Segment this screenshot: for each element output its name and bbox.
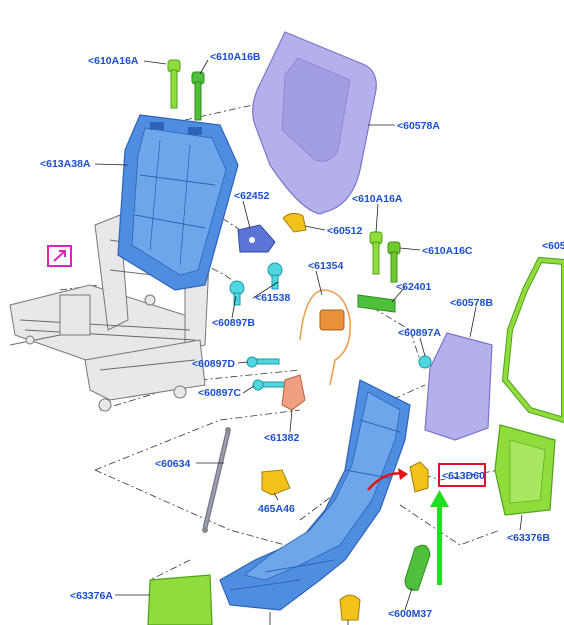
label-61538[interactable]: <61538 <box>255 292 290 304</box>
guide-610A16C <box>387 241 401 283</box>
pin-60897A <box>418 355 432 369</box>
bottom-yellow-clip <box>339 594 361 621</box>
label-60578A[interactable]: <60578A <box>397 120 440 132</box>
clip-60512 <box>282 212 307 233</box>
label-610A16C[interactable]: <610A16C <box>422 245 473 257</box>
green-pointer-arrow <box>430 490 449 585</box>
back-panel-60578A <box>252 31 377 215</box>
label-60578B[interactable]: <60578B <box>450 297 493 309</box>
guide-610A16A-top <box>167 59 181 109</box>
green-frame-605 <box>501 256 564 424</box>
label-60897D[interactable]: <60897D <box>192 358 235 370</box>
label-60897A[interactable]: <60897A <box>398 327 441 339</box>
label-60897C[interactable]: <60897C <box>198 387 241 399</box>
guide-610A16A-mid <box>369 231 383 275</box>
label-62401[interactable]: <62401 <box>396 281 431 293</box>
label-613D60[interactable]: <613D60 <box>442 470 485 482</box>
pin-61538 <box>267 262 283 290</box>
label-600M37[interactable]: <600M37 <box>388 608 432 620</box>
label-605-edge[interactable]: <605 <box>542 240 564 252</box>
part-613D60 <box>409 461 429 493</box>
lower-frame <box>219 379 411 611</box>
label-62452[interactable]: <62452 <box>234 190 269 202</box>
label-613A38A[interactable]: <613A38A <box>40 158 91 170</box>
label-61382[interactable]: <61382 <box>264 432 299 444</box>
bolt-60897C <box>252 379 286 391</box>
clip-465A46 <box>261 469 291 496</box>
label-63376A[interactable]: <63376A <box>70 590 113 602</box>
label-60634[interactable]: <60634 <box>155 458 190 470</box>
strut-60634 <box>202 427 231 533</box>
label-465A46[interactable]: 465A46 <box>258 503 295 515</box>
label-61354[interactable]: <61354 <box>308 260 343 272</box>
label-610A16B[interactable]: <610A16B <box>210 51 261 63</box>
harness-61354 <box>299 289 352 386</box>
bracket-62452 <box>237 224 276 253</box>
label-610A16A-top[interactable]: <610A16A <box>88 55 139 67</box>
bracket-62401 <box>357 294 396 313</box>
pin-60897B <box>229 280 245 306</box>
expand-arrow-icon[interactable] <box>47 245 72 267</box>
label-610A16A-mid[interactable]: <610A16A <box>352 193 403 205</box>
label-63376B[interactable]: <63376B <box>507 532 550 544</box>
part-600M37 <box>404 544 431 591</box>
panel-63376A <box>147 574 213 625</box>
highlight-box-613D60 <box>438 463 486 487</box>
guide-610A16B <box>191 71 205 121</box>
bolt-60897D <box>246 356 280 368</box>
label-60512[interactable]: <60512 <box>327 225 362 237</box>
seatback-frame-613A38A <box>117 114 239 291</box>
leader-lines <box>94 59 523 625</box>
label-60897B[interactable]: <60897B <box>212 317 255 329</box>
red-pointer-arrow <box>367 468 408 491</box>
back-panel-60578B <box>424 332 493 441</box>
bracket-61382 <box>281 374 306 411</box>
panel-63376B <box>494 424 556 516</box>
